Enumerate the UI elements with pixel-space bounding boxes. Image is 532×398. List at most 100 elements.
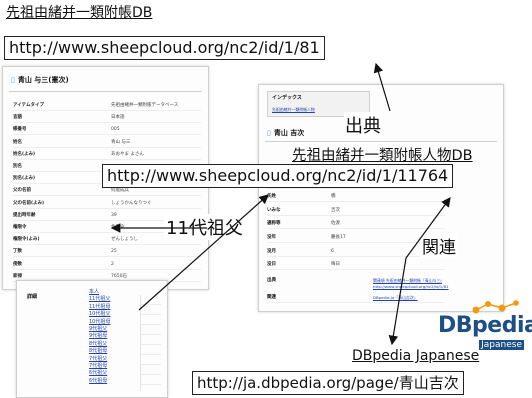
record-title: ▯青山 吉次	[267, 129, 305, 137]
related-callout: 関連	[420, 233, 458, 258]
row-value: 晦日	[331, 262, 340, 268]
row-key: 家禄	[13, 273, 22, 279]
table-row: 丁数 25	[13, 247, 201, 258]
relative-link[interactable]: 6代祖母	[89, 377, 108, 384]
row-key: 別名(よみ)	[13, 176, 36, 182]
relative-link[interactable]: 9代祖父	[89, 326, 108, 333]
row-value: 橋	[331, 194, 336, 200]
document-icon: ▯	[11, 76, 15, 84]
row-key: 権限令	[13, 225, 27, 230]
divider	[9, 91, 202, 92]
row-key: 帳番号	[13, 127, 27, 133]
related-arrow-up	[405, 197, 451, 259]
source-callout: 出典	[344, 112, 382, 138]
relative-link[interactable]: 7代祖母	[89, 363, 108, 370]
table-row: 帳番号 005	[13, 125, 201, 136]
related-arrow-down	[388, 257, 407, 346]
dbpedia-title: DBpedia Japanese	[352, 348, 480, 364]
row-key: 権限令(よみ)	[13, 237, 40, 243]
row-value: 吉次	[331, 207, 340, 213]
index-link[interactable]: 先祖由緒并一類附帳人物	[272, 107, 315, 112]
row-value: 7650石	[111, 273, 127, 279]
relative-link[interactable]: 9代祖母	[89, 333, 108, 340]
source-db-title: 先祖由緒并一類附帳DB	[6, 5, 153, 21]
row-key: 別名	[13, 164, 22, 169]
relative-link[interactable]: 11代祖母	[89, 303, 111, 310]
row-key: 丁数	[13, 249, 22, 255]
relative-link[interactable]: 10代祖母	[89, 318, 111, 325]
record-title: ▯青山 与三(憲次)	[11, 76, 69, 84]
row-key: 通称等	[267, 221, 281, 227]
logo-subtitle: Japanese	[479, 340, 524, 350]
side-column	[140, 295, 161, 391]
source-link-1[interactable]: 関連項 先祖由緒并一類附帳「青山与三(	[373, 278, 442, 283]
index-label: インデックス	[272, 95, 302, 101]
row-key: 没日	[267, 262, 276, 268]
row-value: 25	[111, 249, 117, 255]
table-row: 通称等 佐渡	[267, 219, 445, 230]
ancestor-arrow	[138, 194, 269, 311]
table-row: 提出時年齢 39	[13, 211, 201, 221]
table-row: アイテムタイプ 先祖由緒并一類附帳データベース	[13, 101, 201, 111]
row-key: 傍数	[13, 261, 22, 267]
row-value: 何能成兵	[111, 188, 129, 194]
related-link[interactable]: DBpedia-ja「青山吉次」	[373, 295, 418, 300]
row-key: アイテムタイプ	[13, 103, 45, 108]
row-key: 父の名前(よみ)	[13, 200, 45, 206]
row-key: 姓名(よみ)	[13, 151, 36, 157]
row-value: 6	[331, 248, 334, 254]
row-key: 没月	[267, 248, 276, 254]
table-row: 没日 晦日	[267, 260, 445, 271]
relative-link[interactable]: 10代祖父	[89, 311, 111, 318]
row-key: 父の名前	[13, 188, 31, 194]
row-value: 日本語	[111, 115, 125, 121]
row-value: 39	[111, 212, 117, 218]
document-icon: ▯	[267, 129, 271, 137]
row-value: 005	[111, 127, 120, 133]
table-row: 没月 6	[267, 247, 445, 257]
table-row: いみな 吉次	[267, 206, 445, 216]
relative-link[interactable]: 8代祖母	[89, 348, 108, 355]
divider	[265, 141, 497, 142]
source-db-url: http://www.sheepcloud.org/nc2/id/1/81	[4, 36, 325, 60]
logo-wordmark: DBpedia	[438, 313, 532, 338]
table-row: 言語 日本語	[13, 113, 201, 124]
molecule-icon	[472, 300, 519, 314]
table-row: 父の名前(よみ) しょうかんなりつぐ	[13, 199, 201, 209]
row-value: 佐渡	[331, 221, 340, 227]
table-row: 姓名(よみ) あおやま よさん	[13, 150, 201, 160]
table-row: 傍数 2	[13, 260, 201, 270]
row-key: いみな	[267, 207, 281, 213]
table-row: 没年 慶長17	[267, 233, 445, 243]
row-value: 2	[111, 261, 114, 267]
table-row: 氏姓 橋	[267, 192, 445, 203]
row-value: 先祖由緒并一類附帳データベース	[111, 103, 179, 108]
row-key: 氏姓	[267, 194, 276, 200]
row-key: 言語	[13, 115, 22, 121]
row-value: あおやま よさん	[111, 151, 144, 157]
dbpedia-logo: DBpedia Japanese	[438, 300, 532, 362]
row-key: 姓名	[13, 139, 22, 145]
relative-link[interactable]: 7代祖父	[89, 355, 108, 362]
source-link-2[interactable]: http://www.sheepcloud.org/nc2/id/1/81	[373, 284, 449, 289]
person-db-title: 先祖由緒并一類附帳人物DB	[292, 148, 473, 164]
relative-link[interactable]: 本人	[89, 289, 100, 295]
row-value: しょうかんなりつぐ	[111, 200, 152, 206]
relative-link[interactable]: 8代祖父	[89, 340, 108, 347]
row-key: 提出時年齢	[13, 212, 36, 218]
relative-link[interactable]: 11代祖父	[89, 296, 111, 303]
related-row: 関連	[267, 293, 445, 303]
detail-label: 詳細	[27, 294, 38, 300]
table-row: 姓名青山 与三	[13, 138, 201, 148]
row-value: 慶長17	[331, 235, 346, 240]
relative-link[interactable]: 6代祖父	[89, 370, 108, 377]
dbpedia-url: http://ja.dbpedia.org/page/青山吉次	[192, 371, 464, 395]
row-value: ぜんしょうし	[111, 237, 138, 243]
table-row: 父の名前 何能成兵	[13, 186, 201, 197]
table-row: 権限令(よみ) ぜんしょうし	[13, 235, 201, 246]
source-arrow	[373, 62, 391, 112]
row-key: 没年	[267, 235, 276, 240]
